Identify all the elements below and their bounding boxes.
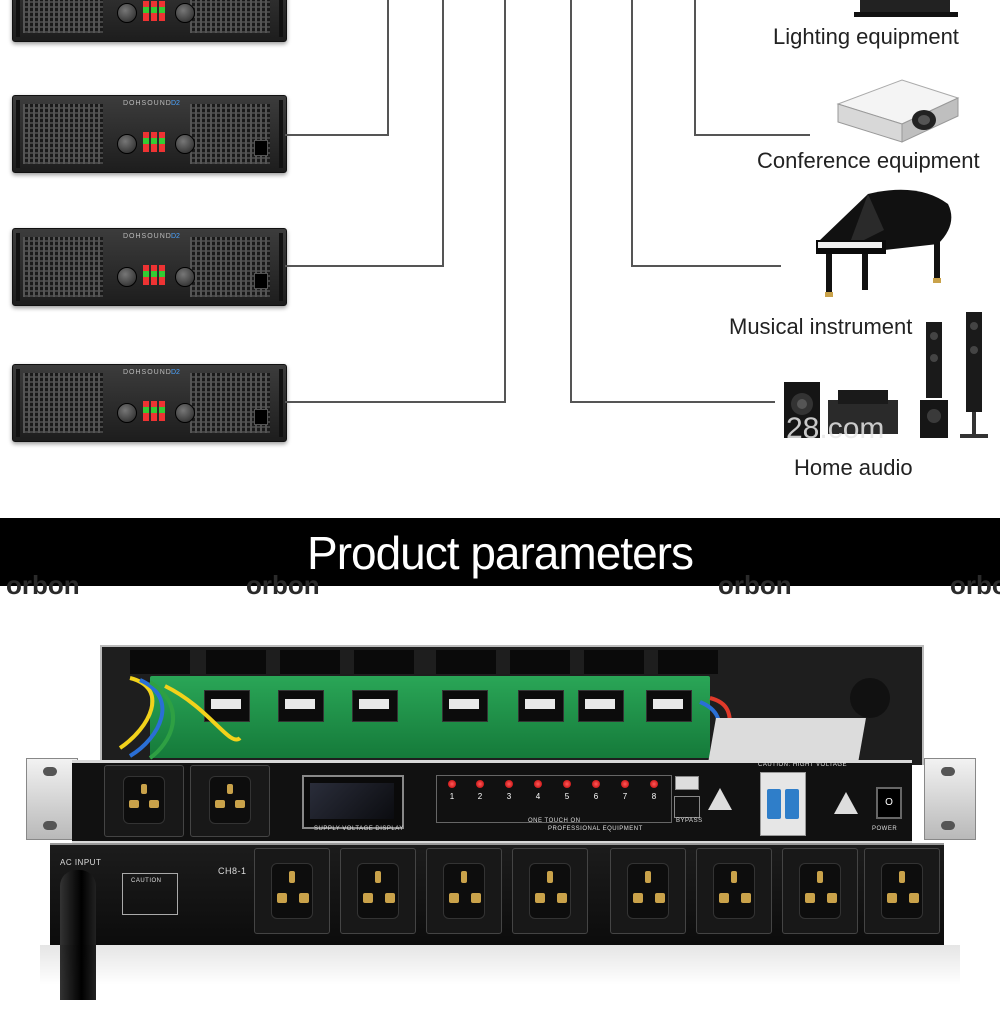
channel-number: 7 [622, 792, 628, 801]
banner-title: Product parameters [307, 527, 694, 579]
channel-led-6 [592, 780, 600, 788]
outlet-backs-icon [130, 650, 718, 674]
amp-knob-icon [117, 403, 137, 423]
rear-outlet [782, 848, 858, 934]
relay-icon [204, 690, 250, 722]
label-lighting-equipment: Lighting equipment [773, 24, 959, 49]
front-outlet [104, 765, 184, 837]
rear-outlet [426, 848, 502, 934]
label-professional-equipment: PROFESSIONAL EQUIPMENT [548, 826, 643, 832]
amp-brand: DOHSOUND [123, 100, 172, 107]
amp-knob-icon [175, 134, 195, 154]
label-rear-caution: CAUTION [131, 878, 162, 884]
home-audio-icon: 28.com [784, 312, 988, 442]
amp-model: D2 [171, 369, 180, 376]
rack-ear-right [924, 758, 976, 840]
label-ac-input: AC INPUT [60, 858, 102, 867]
amp-knob-icon [175, 3, 195, 23]
warning-triangle-icon [834, 792, 858, 814]
rear-outlet [864, 848, 940, 934]
channel-led-3 [505, 780, 513, 788]
channel-number: 2 [477, 792, 483, 801]
amplifier-4: DOHSOUND D2 [12, 364, 287, 442]
rear-outlet [610, 848, 686, 934]
label-caution-voltage: CAUTION: HIGHT VOLTAGE [758, 762, 848, 768]
amp-knob-icon [117, 134, 137, 154]
svg-text:28.com: 28.com [786, 412, 884, 442]
relay-icon [352, 690, 398, 722]
amp-brand: DOHSOUND [123, 233, 172, 240]
label-bypass: BYPASS [676, 818, 703, 824]
channel-number: 8 [651, 792, 657, 801]
label-home-audio: Home audio [794, 455, 913, 480]
banner-watermark: orbon [718, 570, 792, 600]
channel-number: 1 [449, 792, 455, 801]
voltage-display [302, 775, 404, 829]
channel-number: 6 [593, 792, 599, 801]
power-cable [60, 870, 96, 1000]
rear-outlet [696, 848, 772, 934]
amp-knob-icon [117, 267, 137, 287]
banner-watermark: orbon [950, 570, 1000, 600]
circuit-breaker-switch[interactable] [760, 772, 806, 836]
channel-led-5 [563, 780, 571, 788]
relay-icon [518, 690, 564, 722]
rear-outlet [512, 848, 588, 934]
amp-knob-icon [117, 3, 137, 23]
piano-icon [816, 189, 952, 297]
bypass-button[interactable] [674, 796, 700, 818]
label-supply-voltage-display: SUPPLY VOLTAGE DISPLAY [314, 826, 404, 832]
relay-icon [578, 690, 624, 722]
banner-watermark: orbon [246, 570, 320, 600]
amplifier-3: DOHSOUND D2 [12, 228, 287, 306]
front-outlet [190, 765, 270, 837]
channel-number: 4 [535, 792, 541, 801]
relay-icon [646, 690, 692, 722]
label-musical-instrument: Musical instrument [729, 314, 913, 339]
channel-led-4 [534, 780, 542, 788]
floor-reflection [40, 945, 960, 985]
channel-led-2 [476, 780, 484, 788]
amplifier-top-partial [12, 0, 287, 42]
rear-outlet [254, 848, 330, 934]
warning-triangle-icon [708, 788, 732, 810]
rack-ear-left [26, 758, 78, 840]
section-banner: orbon orbon orbon orbon Product paramete… [0, 518, 1000, 600]
amp-knob-icon [175, 403, 195, 423]
channel-led-7 [621, 780, 629, 788]
amplifier-2: DOHSOUND D2 [12, 95, 287, 173]
amp-model: D2 [171, 100, 180, 107]
channel-led-8 [650, 780, 658, 788]
lighting-equipment-icon [854, 0, 958, 17]
amp-model: D2 [171, 233, 180, 240]
label-model: CH8-1 [218, 866, 247, 876]
relay-icon [442, 690, 488, 722]
label-conference-equipment: Conference equipment [757, 148, 980, 173]
amp-knob-icon [175, 267, 195, 287]
label-one-touch-on: ONE TOUCH ON [528, 818, 581, 824]
caution-label: CAUTION [122, 873, 178, 915]
amp-brand: DOHSOUND [123, 369, 172, 376]
relay-icon [278, 690, 324, 722]
rear-outlet [340, 848, 416, 934]
label-power: POWER [872, 826, 898, 832]
power-switch-button[interactable]: O [876, 787, 902, 819]
banner-watermark: orbon [6, 570, 80, 600]
usb-port-icon [675, 776, 699, 790]
psu-box [708, 718, 866, 763]
channel-led-1 [448, 780, 456, 788]
channel-number: 3 [506, 792, 512, 801]
projector-icon [836, 79, 960, 143]
channel-number: 5 [564, 792, 570, 801]
channel-panel: 1 2 3 4 5 6 7 8 [436, 775, 672, 823]
